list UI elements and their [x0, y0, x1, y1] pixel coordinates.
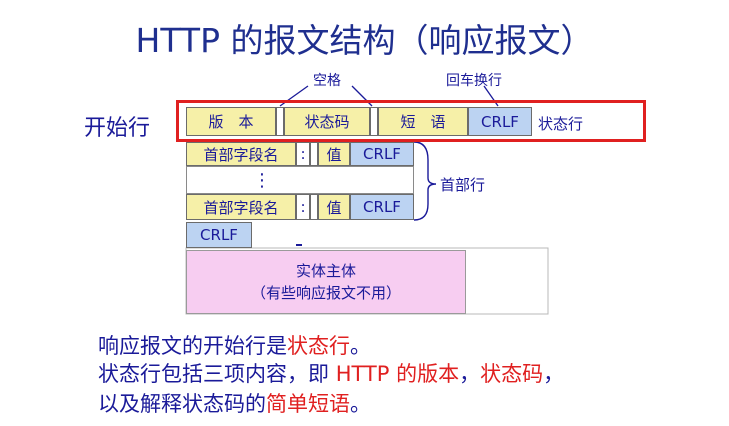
entity-body-title: 实体主体: [295, 262, 356, 280]
header-field-name-2: 首部字段名: [186, 194, 296, 220]
header-bracket: [413, 141, 437, 221]
small-mark: [296, 244, 302, 246]
desc2-highlight-version: HTTP 的版本: [335, 362, 460, 386]
blank-line-crlf: CRLF: [186, 222, 252, 248]
header-space-2: [310, 194, 318, 220]
status-code-field: 状态码: [284, 107, 370, 136]
header-ellipsis-row: ⋮: [186, 166, 414, 194]
header-value-2: 值: [318, 194, 350, 220]
header-colon-2: :: [296, 194, 310, 220]
page-title: HTTP 的报文结构（响应报文）: [135, 21, 594, 60]
crlf-annotation: 回车换行: [446, 73, 502, 89]
desc2-highlight-code: 状态码: [480, 362, 544, 386]
header-space-1: [310, 142, 318, 166]
desc3-text: 以及解释状态码的: [98, 392, 266, 416]
header-colon-1: :: [296, 142, 310, 166]
desc2-text: 状态行包括三项内容，即: [98, 362, 336, 386]
space-annotation: 空格: [313, 73, 341, 89]
entity-body: 实体主体 （有些响应报文不用）: [186, 250, 466, 314]
ellipsis: ⋮: [253, 169, 271, 191]
header-crlf-2: CRLF: [350, 194, 414, 220]
header-value-1: 值: [318, 142, 350, 166]
version-field: 版 本: [186, 107, 276, 136]
phrase-field: 短 语: [378, 107, 468, 136]
description-line-3: 以及解释状态码的简单短语。: [98, 388, 371, 418]
desc1-text: 响应报文的开始行是: [98, 334, 287, 358]
space-field-1: [276, 107, 284, 136]
desc2-mid: ，: [459, 362, 481, 386]
desc3-highlight: 简单短语: [266, 392, 350, 416]
status-crlf-field: CRLF: [468, 107, 532, 136]
header-field-name-1: 首部字段名: [186, 142, 296, 166]
desc2-suffix: ，: [543, 362, 565, 386]
description-line-1: 响应报文的开始行是状态行。: [98, 330, 371, 360]
header-crlf-1: CRLF: [350, 142, 414, 166]
description-line-2: 状态行包括三项内容，即 HTTP 的版本，状态码，: [98, 358, 564, 388]
space-field-2: [370, 107, 378, 136]
desc1-suffix: 。: [350, 334, 371, 358]
start-line-label: 开始行: [84, 116, 151, 141]
status-line-annotation: 状态行: [538, 115, 584, 133]
header-lines-annotation: 首部行: [440, 176, 486, 194]
entity-body-note: （有些响应报文不用）: [250, 284, 401, 302]
desc3-suffix: 。: [350, 392, 371, 416]
status-line-frame: [176, 100, 646, 142]
desc1-highlight: 状态行: [287, 334, 350, 358]
